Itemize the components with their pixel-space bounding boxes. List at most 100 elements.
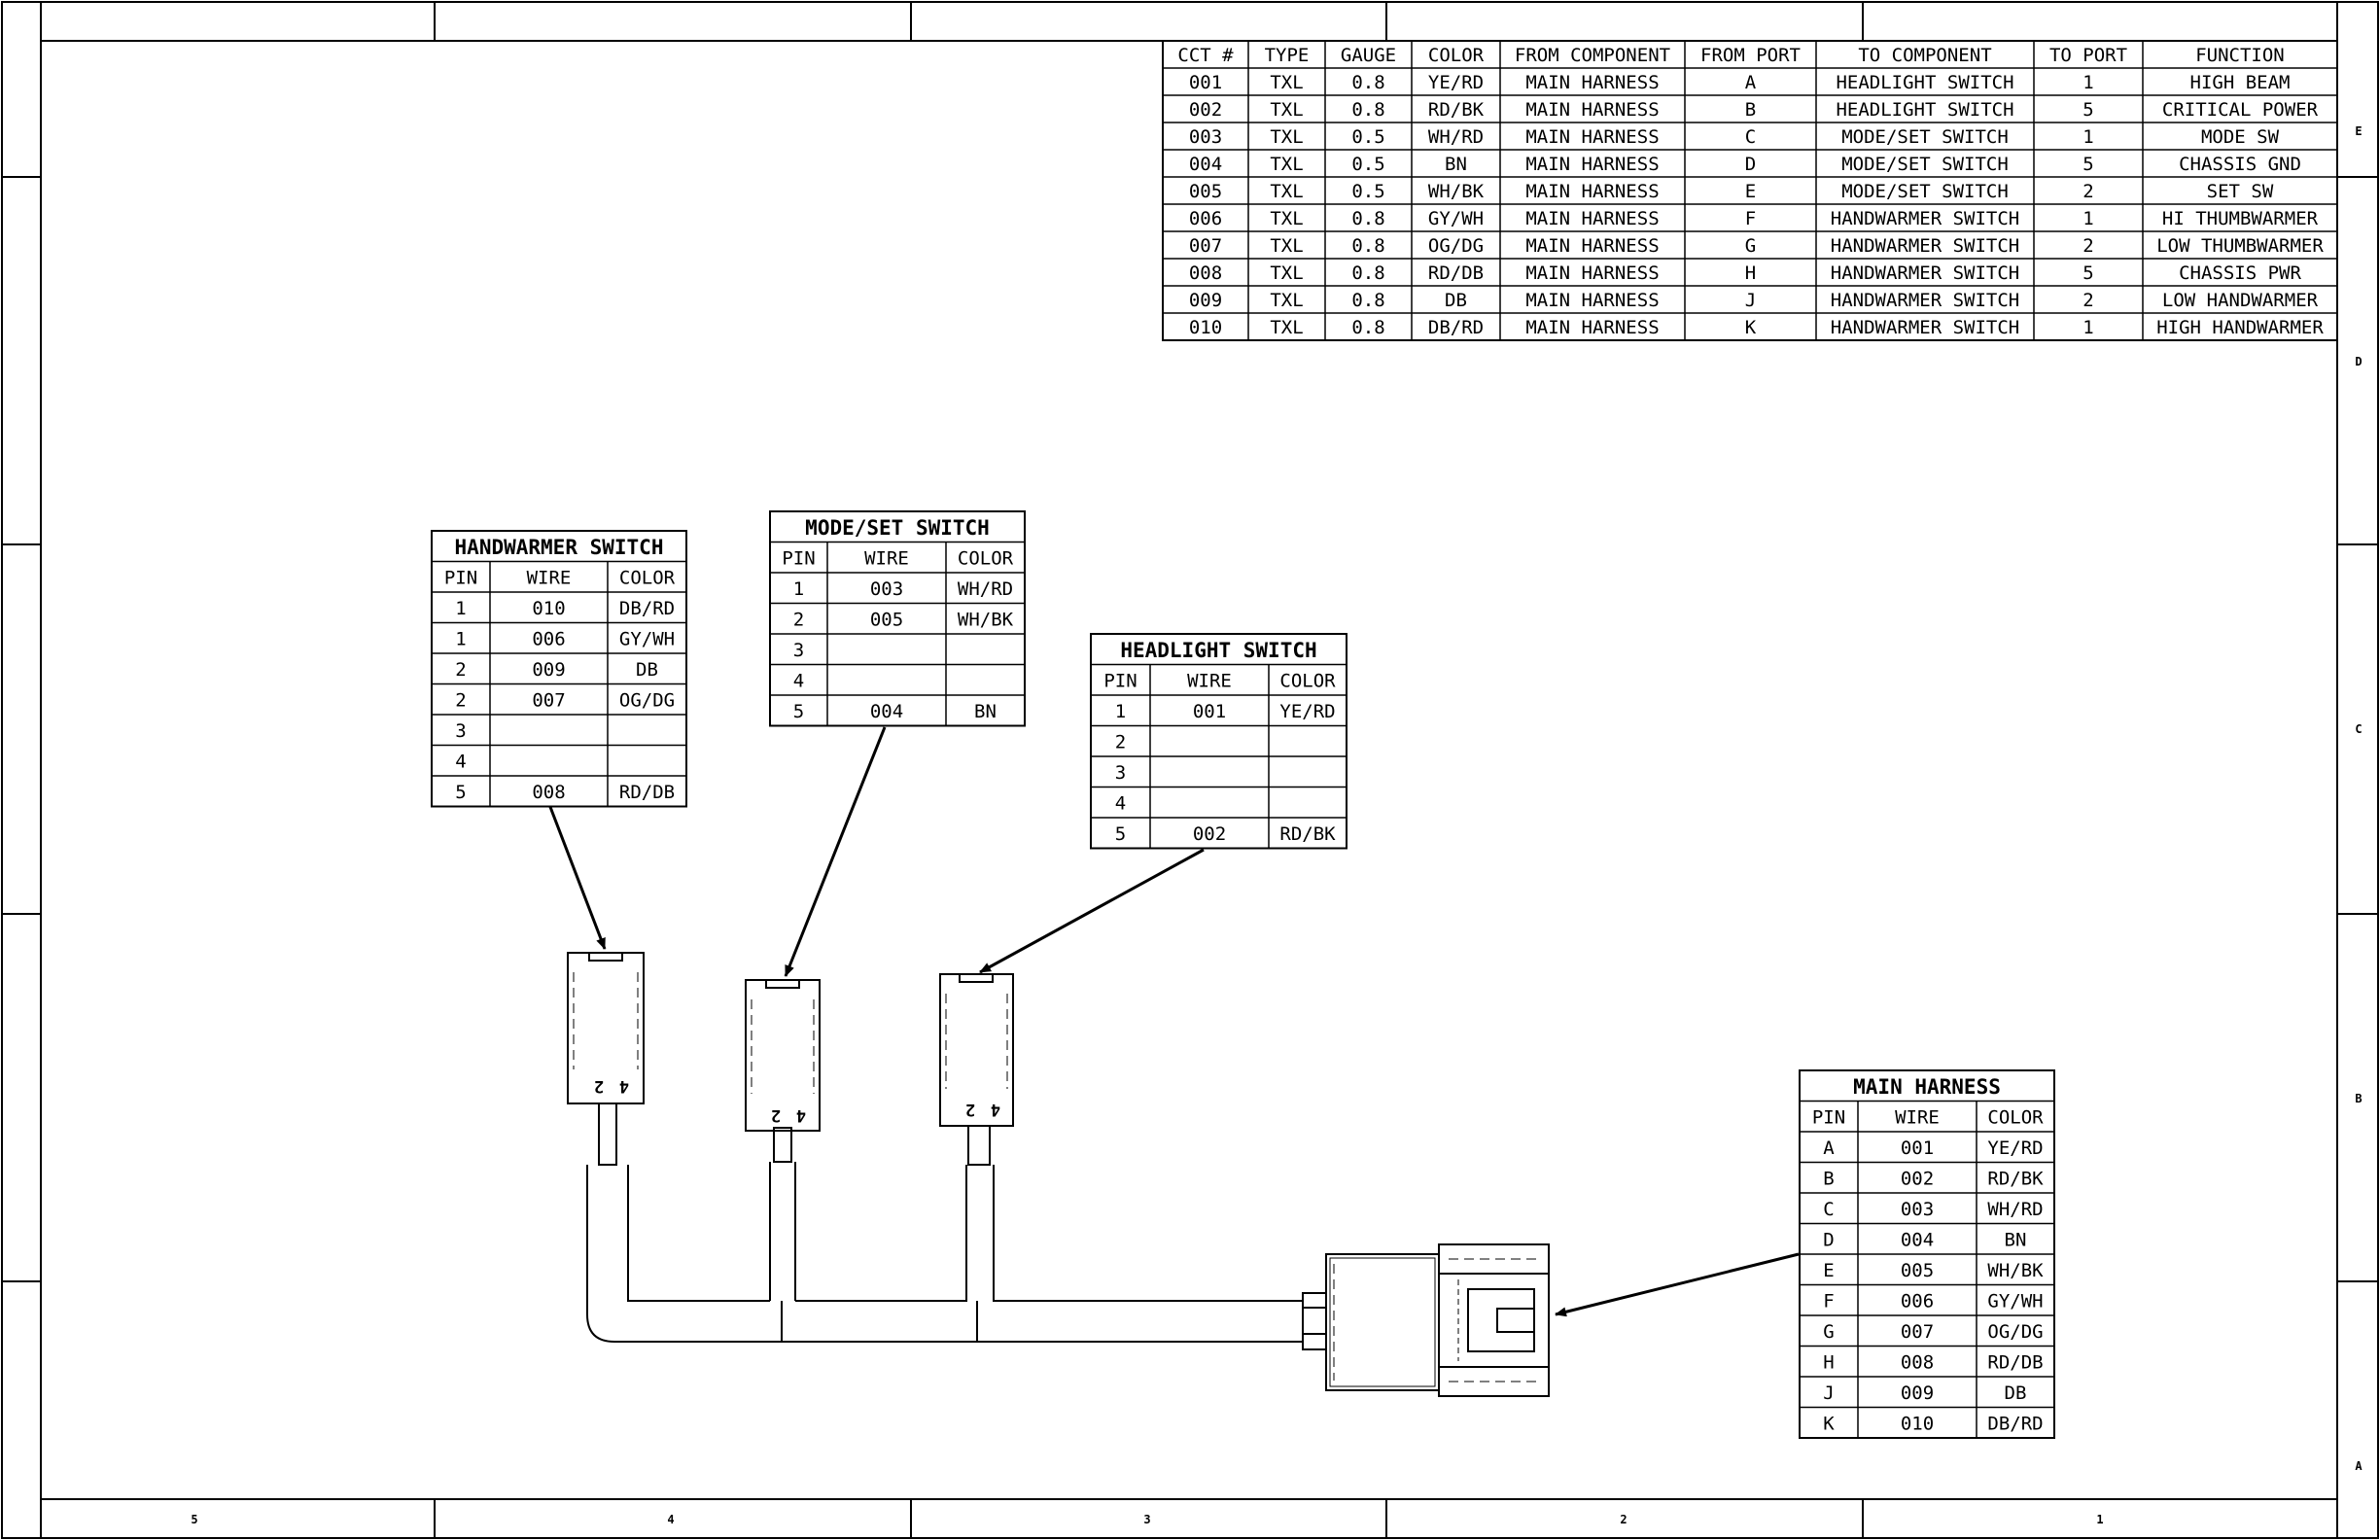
- circuit-table-cell: WH/BK: [1428, 181, 1485, 202]
- pin-table-cell: 3: [1115, 762, 1126, 784]
- pin-table-cell: 006: [1901, 1290, 1934, 1312]
- circuit-table-header: FROM COMPONENT: [1515, 45, 1670, 66]
- pin-table-cell: 5: [1115, 823, 1126, 845]
- pin-table-cell: 010: [532, 598, 565, 619]
- circuit-table-header: TO PORT: [2049, 45, 2127, 66]
- circuit-table-cell: MAIN HARNESS: [1525, 208, 1659, 229]
- circuit-table-cell: H: [1745, 262, 1756, 284]
- pin-table-cell: 005: [870, 609, 903, 630]
- circuit-table-cell: 003: [1189, 126, 1222, 148]
- circuit-table-header: GAUGE: [1341, 45, 1396, 66]
- pin-table-title: HANDWARMER SWITCH: [455, 536, 664, 559]
- circuit-table-cell: RD/BK: [1428, 99, 1485, 121]
- connector-headlight: [939, 973, 1014, 1127]
- pin-table-cell: 3: [455, 720, 466, 742]
- side-zone-label: E: [2355, 124, 2362, 138]
- pin-table-cell: 001: [1193, 701, 1226, 722]
- pin-table-cell: GY/WH: [619, 628, 675, 649]
- pin-table-title: MAIN HARNESS: [1853, 1075, 2001, 1099]
- circuit-table-cell: 006: [1189, 208, 1222, 229]
- circuit-table-cell: HANDWARMER SWITCH: [1831, 317, 2019, 338]
- pin-table-cell: WH/BK: [1987, 1260, 2044, 1281]
- circuit-table-cell: HEADLIGHT SWITCH: [1836, 72, 2013, 93]
- pin-table-header: WIRE: [1187, 670, 1232, 691]
- pin-table-cell: C: [1823, 1199, 1834, 1220]
- pin-table-title: MODE/SET SWITCH: [805, 516, 990, 540]
- circuit-table-cell: MODE/SET SWITCH: [1841, 126, 2009, 148]
- circuit-table-cell: YE/RD: [1428, 72, 1484, 93]
- pin-table-title: HEADLIGHT SWITCH: [1120, 639, 1316, 662]
- leader-handwarmer: [548, 806, 607, 950]
- circuit-table-cell: 1: [2082, 126, 2093, 148]
- bottom-zone-label: 2: [1620, 1513, 1627, 1526]
- connector-pin-label: 4: [796, 1105, 806, 1125]
- cable-stub-modeset: [773, 1127, 792, 1163]
- circuit-table-cell: B: [1745, 99, 1756, 121]
- connector-pin-label: 4: [619, 1076, 629, 1096]
- pin-table-cell: 4: [455, 751, 466, 772]
- circuit-table-cell: MODE SW: [2201, 126, 2280, 148]
- circuit-table-cell: 0.8: [1351, 99, 1384, 121]
- pin-table-cell: 002: [1901, 1168, 1934, 1189]
- pin-table-cell: 2: [455, 659, 466, 681]
- harness-branch-mid-right: [795, 1165, 967, 1302]
- connector-pin-label: 4: [991, 1100, 1000, 1119]
- circuit-table-cell: G: [1745, 235, 1756, 257]
- pin-table-cell: F: [1823, 1290, 1834, 1312]
- circuit-table-cell: TXL: [1270, 290, 1303, 311]
- circuit-table-cell: MAIN HARNESS: [1525, 290, 1659, 311]
- circuit-table-cell: 2: [2082, 235, 2093, 257]
- pin-table-cell: A: [1823, 1138, 1835, 1159]
- circuit-table-cell: 1: [2082, 72, 2093, 93]
- connector-pin-label: 2: [594, 1076, 604, 1096]
- leader-modeset: [784, 726, 887, 977]
- circuit-table-cell: 0.5: [1351, 126, 1384, 148]
- pin-table-cell: 1: [455, 628, 466, 649]
- circuit-table-cell: F: [1745, 208, 1756, 229]
- pin-table-header: WIRE: [527, 567, 572, 588]
- pin-table-cell: OG/DG: [619, 689, 675, 711]
- circuit-table-cell: MAIN HARNESS: [1525, 154, 1659, 175]
- circuit-table-cell: 0.5: [1351, 181, 1384, 202]
- circuit-table-header: CCT #: [1177, 45, 1234, 66]
- circuit-table-header: COLOR: [1428, 45, 1485, 66]
- circuit-table-cell: 002: [1189, 99, 1222, 121]
- bottom-zone-label: 1: [2096, 1513, 2103, 1526]
- pin-table-cell: 2: [1115, 731, 1126, 752]
- pin-table-cell: BN: [974, 701, 997, 722]
- pin-table-cell: 2: [455, 689, 466, 711]
- cable-stub-headlight: [967, 1125, 991, 1166]
- circuit-table-cell: HANDWARMER SWITCH: [1831, 208, 2019, 229]
- circuit-table-cell: LOW HANDWARMER: [2162, 290, 2319, 311]
- circuit-table-cell: 2: [2082, 290, 2093, 311]
- pin-table-cell: YE/RD: [1987, 1138, 2043, 1159]
- pin-table-header: WIRE: [864, 547, 909, 569]
- circuit-table-cell: K: [1745, 317, 1757, 338]
- circuit-table-cell: TXL: [1270, 154, 1303, 175]
- circuit-table-cell: MODE/SET SWITCH: [1841, 181, 2009, 202]
- main-harness-connector: [1302, 1243, 1550, 1397]
- circuit-table-cell: 008: [1189, 262, 1222, 284]
- circuit-table-header: TO COMPONENT: [1858, 45, 1991, 66]
- circuit-table-header: TYPE: [1265, 45, 1310, 66]
- circuit-table-cell: 007: [1189, 235, 1222, 257]
- circuit-table-cell: 0.8: [1351, 290, 1384, 311]
- circuit-table-cell: 0.8: [1351, 208, 1384, 229]
- circuit-table-cell: 001: [1189, 72, 1222, 93]
- pin-table-cell: 004: [1901, 1229, 1934, 1250]
- pin-table-cell: 009: [1901, 1382, 1934, 1404]
- circuit-table-cell: MAIN HARNESS: [1525, 235, 1659, 257]
- pin-table-cell: RD/DB: [1987, 1351, 2043, 1373]
- pin-table-cell: 002: [1193, 823, 1226, 845]
- pin-table-header: COLOR: [619, 567, 676, 588]
- circuit-table-cell: HIGH BEAM: [2190, 72, 2291, 93]
- circuit-table-cell: RD/DB: [1428, 262, 1484, 284]
- bottom-zone-label: 5: [191, 1513, 197, 1526]
- circuit-table-cell: 2: [2082, 181, 2093, 202]
- pin-table-cell: 1: [793, 578, 804, 600]
- pin-table-cell: 004: [870, 701, 903, 722]
